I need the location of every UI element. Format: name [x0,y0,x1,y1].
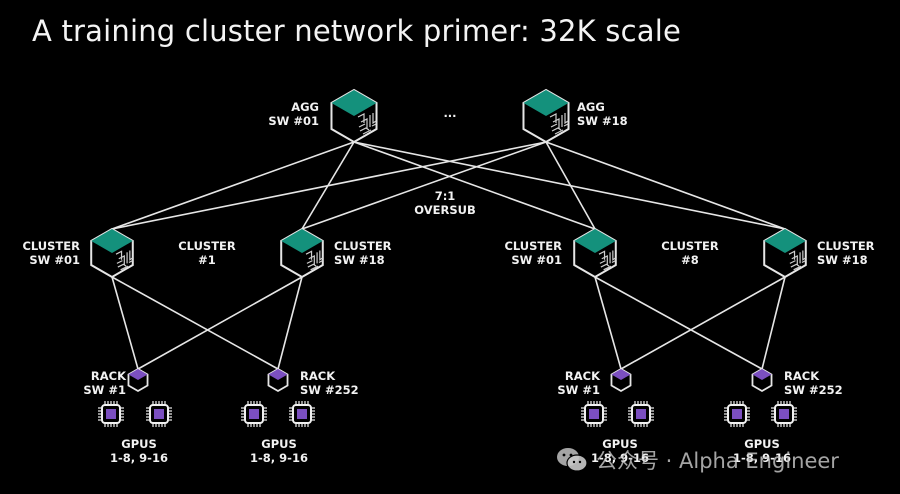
wechat-icon [557,448,588,472]
circuit-trace-icon [305,250,323,271]
cluster1-rack252-gpus-label: GPUS 1-8, 9-16 [250,437,308,465]
cluster1-sw-01-label: CLUSTER SW #01 [22,239,80,267]
agg-sw-01-label: AGG SW #01 [268,100,319,128]
top-face [523,90,569,116]
link-agg18-c8s1 [545,141,596,230]
rack-switch-icon-c1r252[interactable] [267,367,289,393]
top-face [764,229,806,253]
gpu-chip-icon [241,401,267,427]
switch-icon-agg18[interactable] [522,88,570,144]
slide-title: A training cluster network primer: 32K s… [32,14,681,48]
top-face [331,90,377,116]
cluster1-sw-18-label: CLUSTER SW #18 [334,239,392,267]
gpu-chip-icon [98,401,124,427]
link-c1s18-c1r252 [277,276,303,370]
top-face [611,369,631,380]
rack-switch-icon-c1r1[interactable] [127,367,149,393]
cluster8-rack-sw-1-label: RACK SW #1 [557,369,600,397]
gpu-chip-icon [146,401,172,427]
link-agg18-c1s1 [111,141,547,230]
cluster8-sw-18-label: CLUSTER SW #18 [817,239,875,267]
link-c8s18-c8r1 [620,276,786,370]
link-agg18-c1s18 [301,141,547,230]
circuit-trace-icon [598,250,616,271]
link-agg18-c8s18 [545,141,786,230]
gpu-chip-icon [724,401,750,427]
cluster1-rack1-gpus-label: GPUS 1-8, 9-16 [110,437,168,465]
rack-switch-icon-c8r1[interactable] [610,367,632,393]
top-face [752,369,772,380]
link-agg1-c1s1 [111,141,355,230]
watermark-text: 公众号 · Alpha Engineer [596,449,839,473]
switch-icon-agg1[interactable] [330,88,378,144]
cluster8-sw-01-label: CLUSTER SW #01 [504,239,562,267]
cluster8-rack-sw-252-label: RACK SW #252 [784,369,843,397]
switch-icon-c1s18[interactable] [280,227,324,279]
links-layer [111,141,786,370]
gpu-chip-icon [628,401,654,427]
circuit-trace-icon [357,113,377,135]
agg-ellipsis: ... [443,106,457,120]
cluster8-name: CLUSTER #8 [661,239,719,267]
top-face [91,229,133,253]
nodes-layer [90,88,807,427]
switch-icon-c8s18[interactable] [763,227,807,279]
gpu-chip-icon [581,401,607,427]
top-face [268,369,288,380]
watermark: 公众号 · Alpha Engineer [556,446,839,474]
top-face [574,229,616,253]
oversub-label: 7:1 OVERSUB [414,189,476,217]
switch-icon-c1s1[interactable] [90,227,134,279]
link-c1s1-c1r1 [111,276,139,370]
gpu-chip-icon [289,401,315,427]
switch-icon-c8s1[interactable] [573,227,617,279]
cluster1-rack-sw-1-label: RACK SW #1 [83,369,126,397]
circuit-trace-icon [788,250,806,271]
circuit-trace-icon [115,250,133,271]
link-c8s18-c8r252 [761,276,786,370]
gpu-chip-icon [771,401,797,427]
top-face [128,369,148,380]
top-face [281,229,323,253]
link-c1s18-c1r1 [137,276,303,370]
rack-switch-icon-c8r252[interactable] [751,367,773,393]
link-c1s1-c1r252 [111,276,279,370]
cluster8-rack1-gpus-label: GPUS 1-8, 9-16 [591,437,649,465]
cluster1-name: CLUSTER #1 [178,239,236,267]
link-c8s1-c8r1 [594,276,622,370]
circuit-trace-icon [549,113,569,135]
cluster1-rack-sw-252-label: RACK SW #252 [300,369,359,397]
link-agg1-c8s1 [353,141,596,230]
agg-sw-18-label: AGG SW #18 [577,100,628,128]
link-c8s1-c8r252 [594,276,763,370]
link-agg1-c8s18 [353,141,786,230]
cluster8-rack252-gpus-label: GPUS 1-8, 9-16 [733,437,791,465]
